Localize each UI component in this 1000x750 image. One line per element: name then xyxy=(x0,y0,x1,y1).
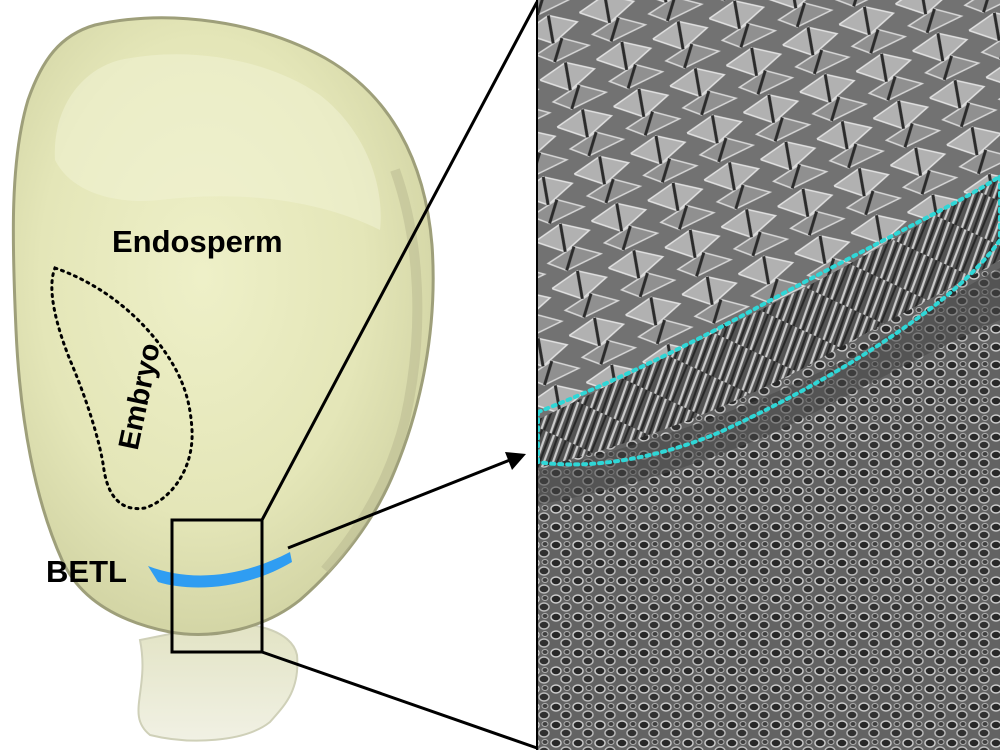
betl-band xyxy=(148,552,292,588)
connector-bottom xyxy=(261,650,538,750)
pointer-arrow-line xyxy=(287,458,511,550)
kernel-crown-highlight xyxy=(54,54,381,230)
endosperm-label: Endosperm xyxy=(112,224,283,259)
sem-micrograph xyxy=(537,0,1000,750)
pedicel xyxy=(137,622,299,742)
kernel-photo xyxy=(11,16,435,742)
zoom-box xyxy=(170,518,264,654)
kernel-edge-shadow xyxy=(321,168,423,574)
betl-label: BETL xyxy=(46,554,127,589)
connector-top xyxy=(260,1,539,521)
pointer-arrow-head xyxy=(505,452,526,470)
embryo-outline xyxy=(50,266,194,511)
